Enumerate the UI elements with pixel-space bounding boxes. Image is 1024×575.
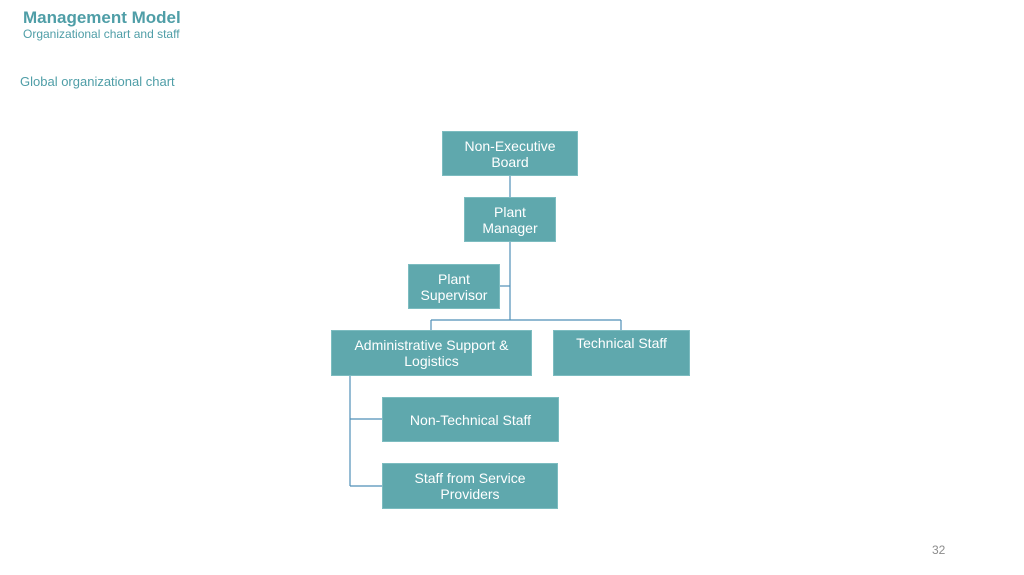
node-technical-staff: Technical Staff bbox=[553, 330, 690, 376]
node-non-executive-board: Non-Executive Board bbox=[442, 131, 578, 176]
section-label: Global organizational chart bbox=[20, 74, 175, 89]
node-non-technical-staff: Non-Technical Staff bbox=[382, 397, 559, 442]
page-number: 32 bbox=[932, 543, 946, 557]
page-subtitle: Organizational chart and staff bbox=[23, 27, 180, 41]
node-admin-support-logistics: Administrative Support & Logistics bbox=[331, 330, 532, 376]
node-staff-from-service-providers: Staff from Service Providers bbox=[382, 463, 558, 509]
node-plant-manager: Plant Manager bbox=[464, 197, 556, 242]
node-plant-supervisor: Plant Supervisor bbox=[408, 264, 500, 309]
page-title: Management Model bbox=[23, 8, 181, 27]
